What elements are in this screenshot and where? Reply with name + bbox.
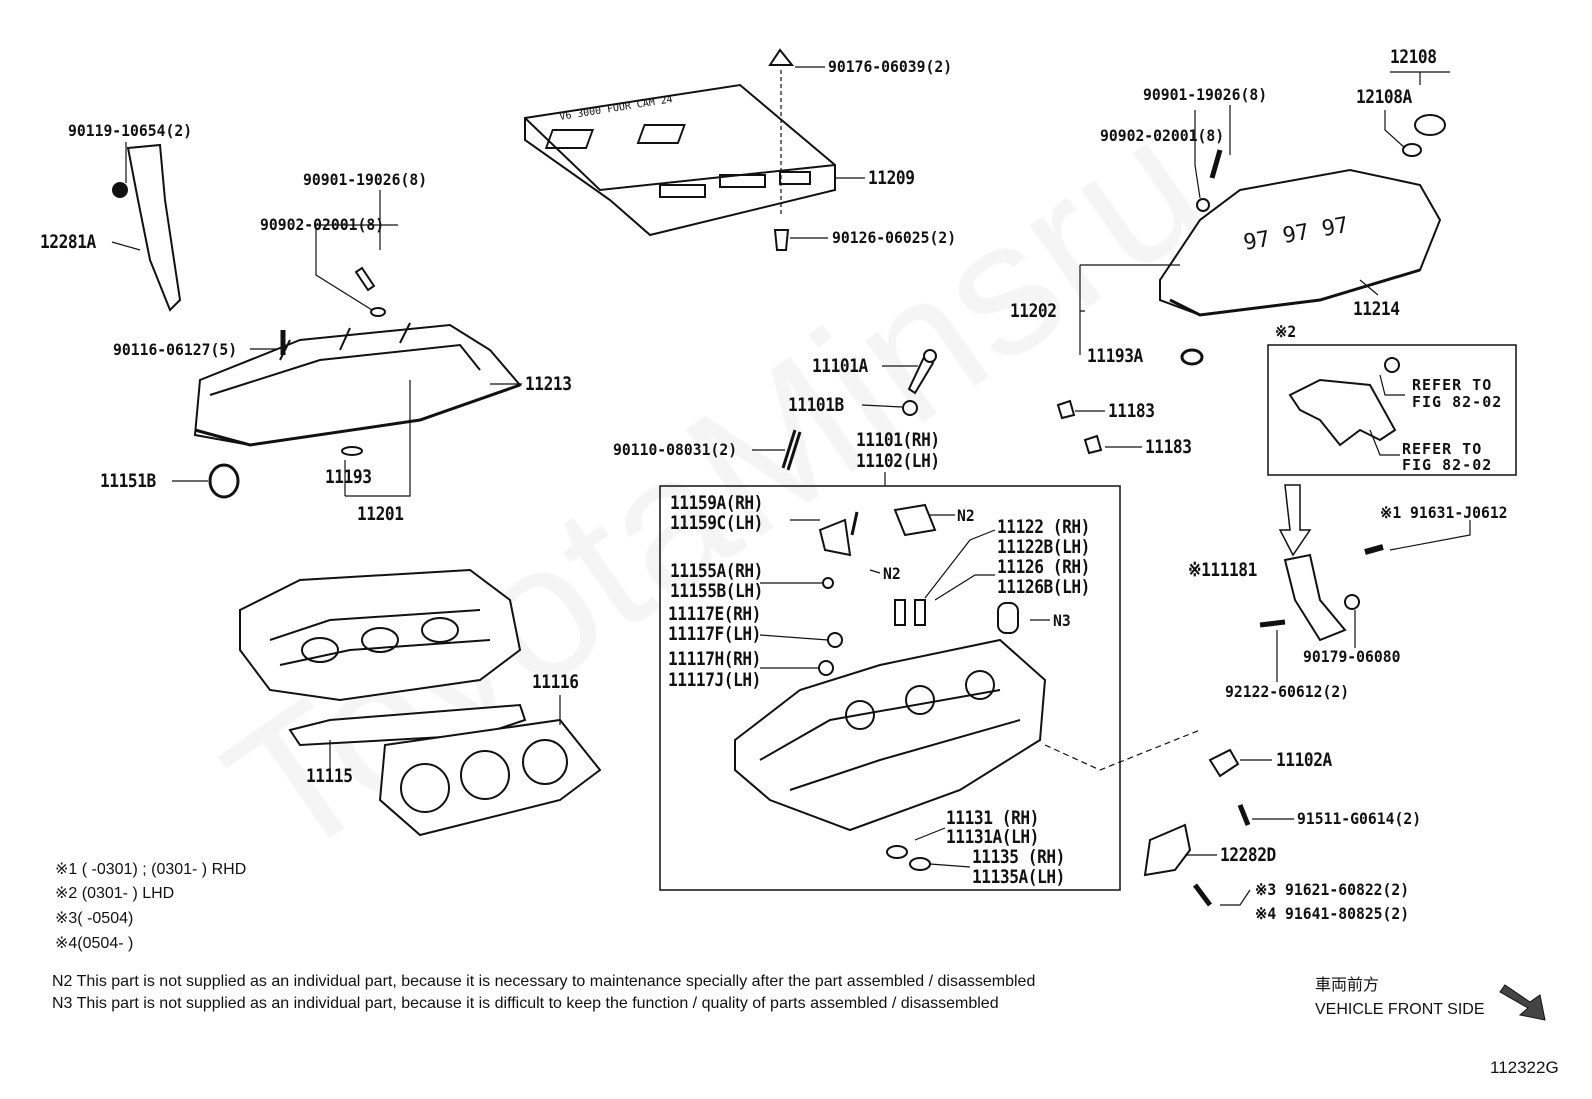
label-12282D: 12282D [1220, 844, 1276, 866]
label-90116-06127: 90116-06127(5) [113, 340, 238, 359]
inset-box [1267, 344, 1517, 476]
label-11151B: 11151B [100, 470, 156, 492]
label-11159A: 11159A(RH) [670, 492, 763, 514]
label-11117E: 11117E(RH) [668, 603, 761, 625]
note-n2: N2 This part is not supplied as an indiv… [52, 973, 1036, 990]
label-11102-lh: 11102(LH) [856, 450, 940, 472]
label-11116: 11116 [532, 671, 579, 693]
note-n3: N3 This part is not supplied as an indiv… [52, 995, 999, 1012]
label-11101-rh: 11101(RH) [856, 429, 940, 451]
refer-to-text: REFER TO [1402, 440, 1483, 458]
label-n2: N2 [957, 506, 975, 525]
label-90119-10654: 90119-10654(2) [68, 121, 193, 140]
label-11135: 11135 (RH) [972, 846, 1065, 868]
label-12281A: 12281A [40, 231, 96, 253]
label-11122: 11122 (RH) [997, 516, 1090, 538]
label-11159C: 11159C(LH) [670, 512, 763, 534]
label-11131A: 11131A(LH) [946, 826, 1039, 848]
label-11101A: 11101A [812, 355, 868, 377]
cylinder-head-assembly-box [659, 485, 1121, 891]
label-91631-J0612: ※1 91631-J0612 [1380, 503, 1508, 522]
label-91621-60822: ※3 91621-60822(2) [1255, 880, 1410, 899]
label-11135A: 11135A(LH) [972, 866, 1065, 888]
label-11102A: 11102A [1276, 749, 1332, 771]
refer-fig-link[interactable]: FIG 82-02 [1402, 456, 1493, 474]
note-2: ※2 (0301- ) LHD [55, 885, 175, 902]
label-91641-80825: ※4 91641-80825(2) [1255, 904, 1410, 923]
label-11183: 11183 [1108, 400, 1155, 422]
label-11193A: 11193A [1087, 345, 1143, 367]
label-n2: N2 [883, 564, 901, 583]
label-11115: 11115 [306, 765, 353, 787]
vehicle-front-jp: 車両前方 [1315, 977, 1380, 994]
label-12108A: 12108A [1356, 86, 1412, 108]
label-11122B: 11122B(LH) [997, 536, 1090, 558]
vehicle-front-en: VEHICLE FRONT SIDE [1315, 1001, 1485, 1018]
refer-to-text: REFER TO [1412, 376, 1493, 394]
label-11117F: 11117F(LH) [668, 623, 761, 645]
label-11155B: 11155B(LH) [670, 580, 763, 602]
note-4: ※4(0504- ) [55, 935, 134, 952]
label-11155A: 11155A(RH) [670, 560, 763, 582]
label-90901-19026-left: 90901-19026(8) [303, 170, 428, 189]
label-11183: 11183 [1145, 436, 1192, 458]
inset-mark: ※2 [1275, 322, 1297, 341]
label-11193: 11193 [325, 466, 372, 488]
note-1: ※1 ( -0301) ; (0301- ) RHD [55, 861, 247, 878]
label-90176-06039: 90176-06039(2) [828, 57, 953, 76]
label-11117J: 11117J(LH) [668, 669, 761, 691]
figure-id: 112322G [1490, 1058, 1559, 1077]
refer-fig-link[interactable]: FIG 82-02 [1412, 393, 1503, 411]
label-90179-06080: 90179-06080 [1303, 647, 1401, 666]
label-11214: 11214 [1353, 298, 1400, 320]
label-11131: 11131 (RH) [946, 807, 1039, 829]
label-11181: ※111181 [1188, 559, 1257, 581]
label-90902-02001-right: 90902-02001(8) [1100, 126, 1225, 145]
label-11101B: 11101B [788, 394, 844, 416]
label-90901-19026-right: 90901-19026(8) [1143, 85, 1268, 104]
label-11126B: 11126B(LH) [997, 576, 1090, 598]
engine-cover-11209: V6 3000 FOUR CAM 24 [524, 83, 836, 237]
label-11209: 11209 [868, 167, 915, 189]
label-90126-06025: 90126-06025(2) [832, 228, 957, 247]
label-11126: 11126 (RH) [997, 556, 1090, 578]
label-12108: 12108 [1390, 46, 1437, 68]
label-92122-60612: 92122-60612(2) [1225, 682, 1350, 701]
label-11213: 11213 [525, 373, 572, 395]
cap-90176 [768, 48, 795, 66]
label-90902-02001-left: 90902-02001(8) [260, 215, 385, 234]
note-3: ※3( -0504) [55, 910, 134, 927]
label-91511-G0614: 91511-G0614(2) [1297, 809, 1422, 828]
label-90110-08031: 90110-08031(2) [613, 440, 738, 459]
label-11117H: 11117H(RH) [668, 648, 761, 670]
label-11202: 11202 [1010, 300, 1057, 322]
label-11201: 11201 [357, 503, 404, 525]
label-n3: N3 [1053, 611, 1071, 630]
